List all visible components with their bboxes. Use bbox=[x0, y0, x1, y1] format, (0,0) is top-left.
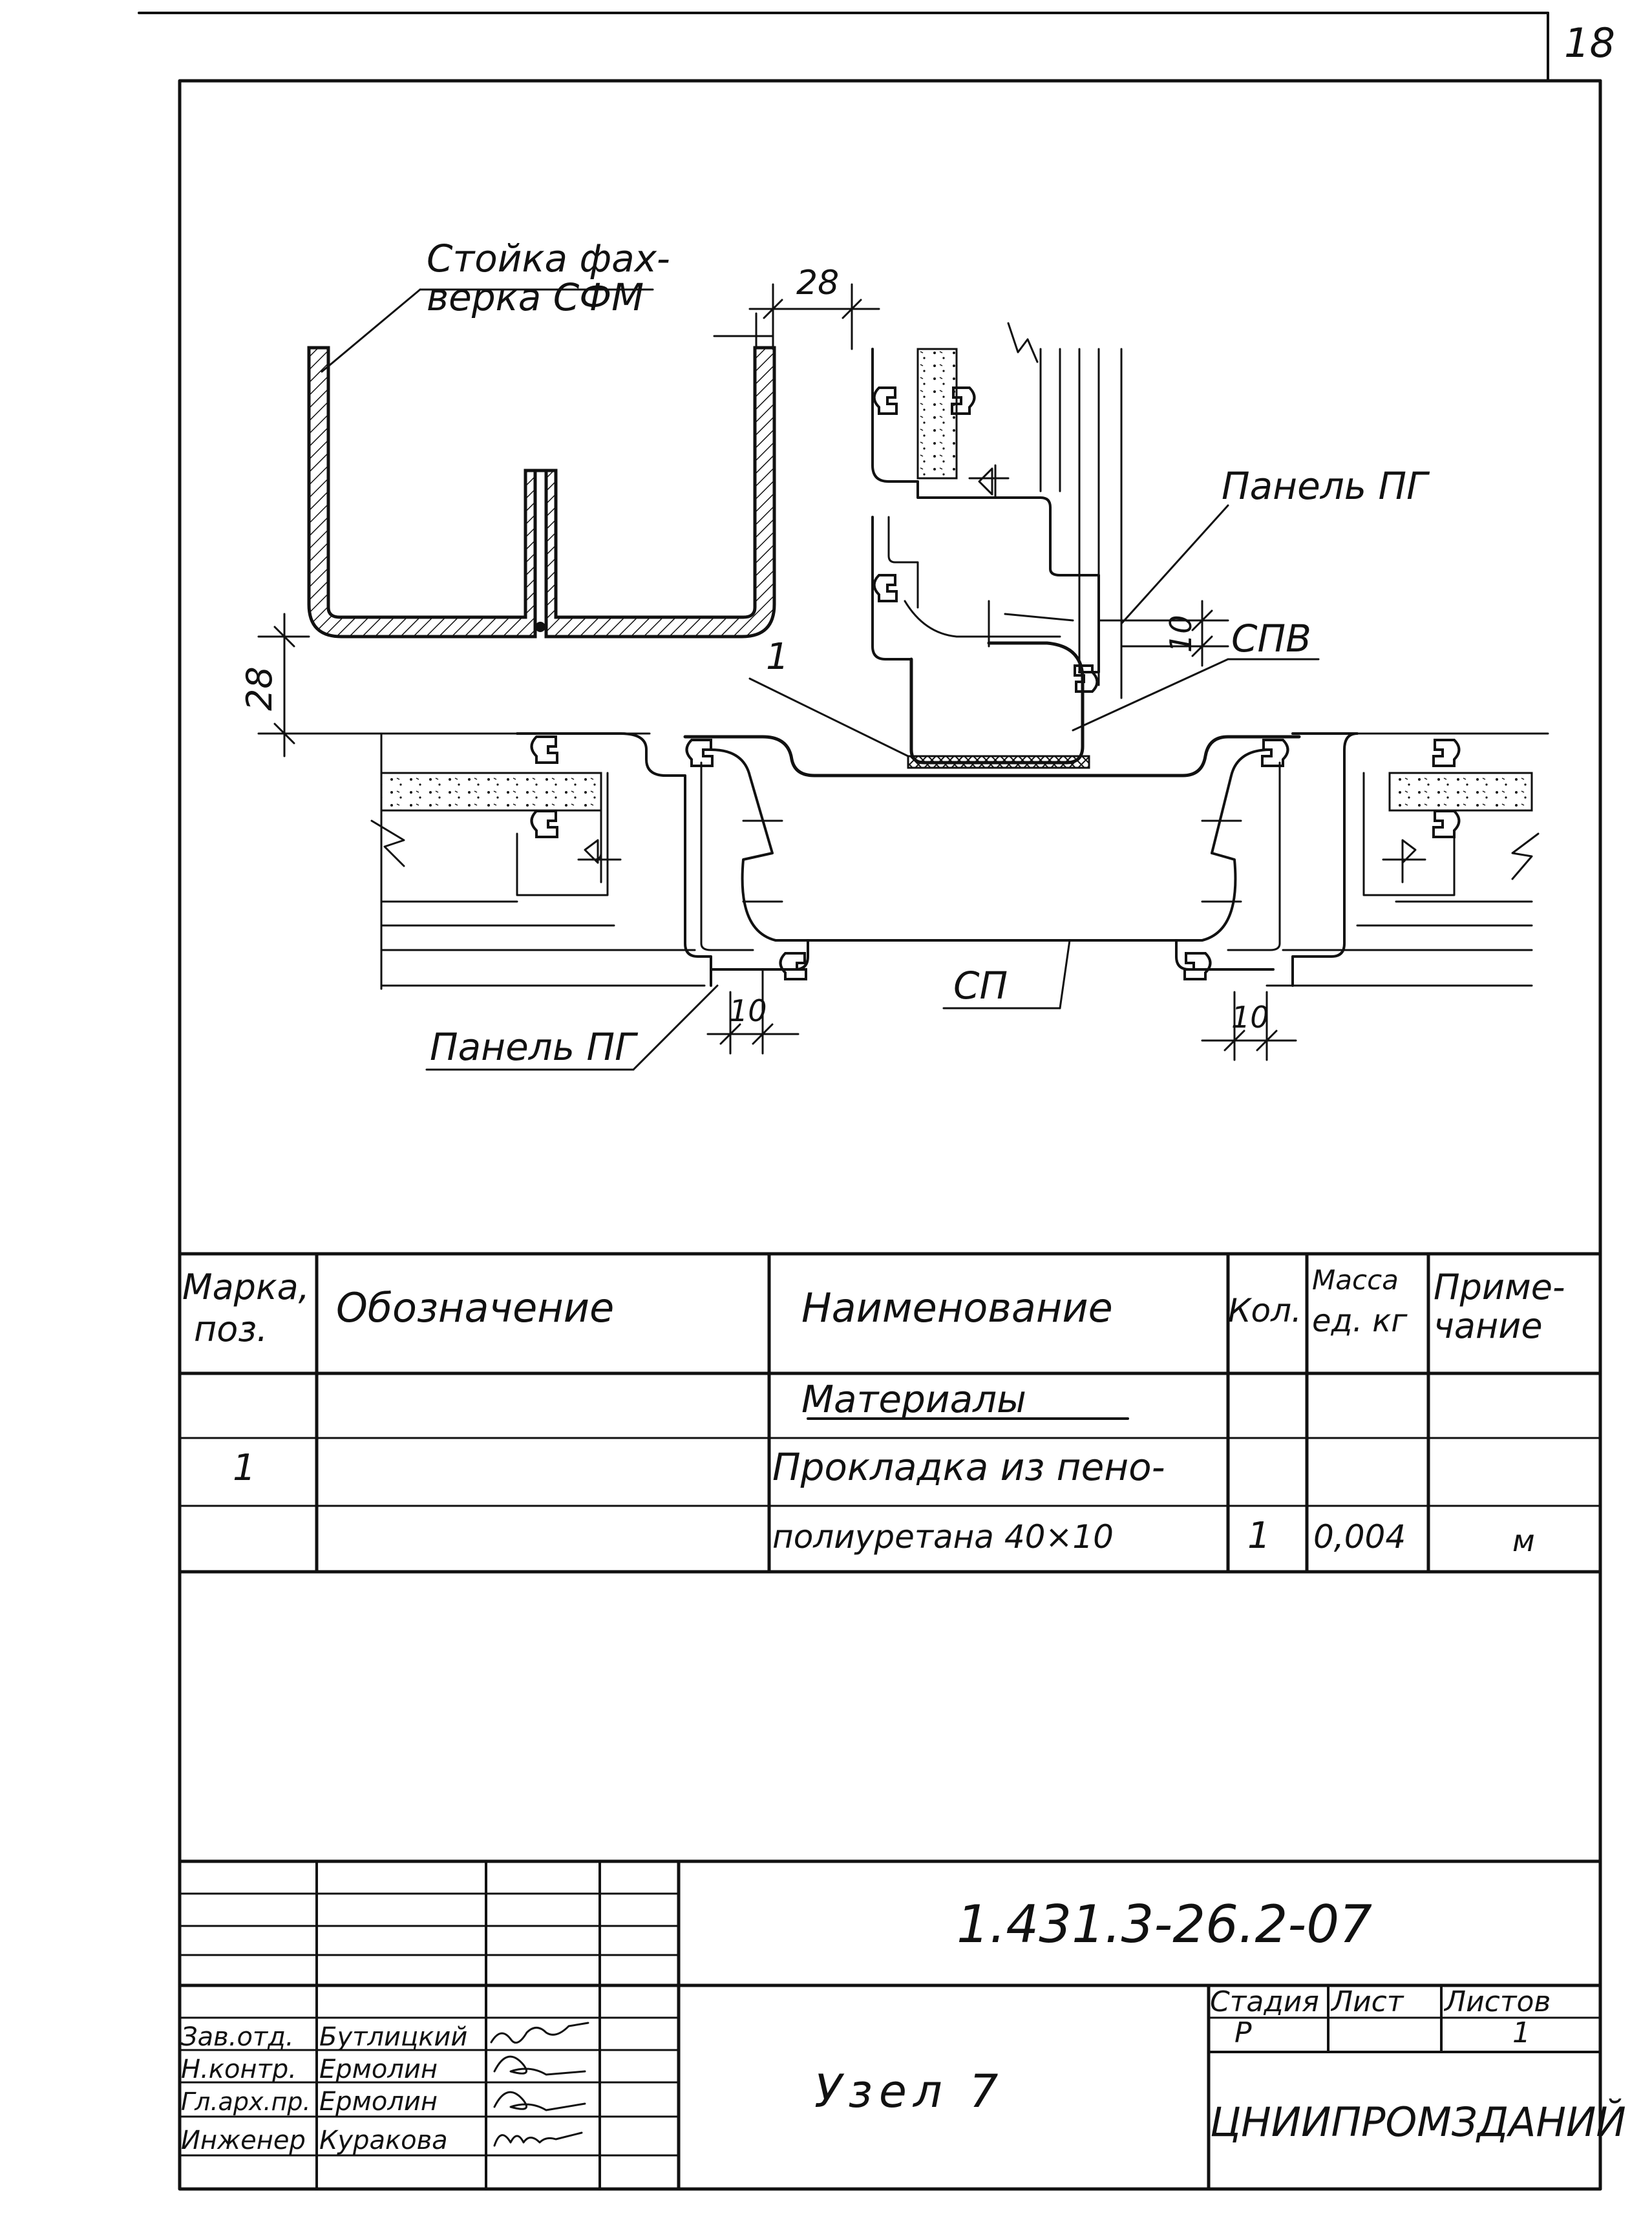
label-column-line2: верка СФМ bbox=[427, 275, 644, 319]
row-3-name: полиуретана 40×10 bbox=[772, 1518, 1114, 1556]
role-1: Зав.отд. bbox=[181, 2022, 294, 2052]
leader-sp bbox=[1059, 939, 1071, 1010]
column-sfm-section bbox=[257, 312, 776, 757]
role-3: Гл.арх.пр. bbox=[181, 2088, 311, 2116]
header-qty: Кол. bbox=[1228, 1292, 1302, 1329]
leader-panel-top bbox=[1120, 504, 1229, 625]
leader-panel-bottom bbox=[632, 984, 719, 1071]
label-spv: СПВ bbox=[1231, 617, 1311, 661]
panel-pg-lower bbox=[370, 732, 1549, 990]
title-block-grid bbox=[178, 1859, 1602, 2191]
row-1-name: Материалы bbox=[801, 1377, 1026, 1421]
role-4: Инженер bbox=[181, 2126, 306, 2155]
label-panel-bottom: Панель ПГ bbox=[430, 1025, 639, 1069]
leader-pos1 bbox=[748, 677, 909, 757]
row-3-qty: 1 bbox=[1247, 1515, 1271, 1557]
label-column-line1: Стойка фах- bbox=[427, 237, 670, 280]
sheet-number: 18 bbox=[1564, 19, 1615, 67]
label-panel-top: Панель ПГ bbox=[1222, 464, 1430, 508]
dim-28-top bbox=[748, 283, 880, 350]
doc-code: 1.431.3-26.2-07 bbox=[957, 1894, 1372, 1954]
role-3-name: Ермолин bbox=[319, 2087, 438, 2117]
dim-10-right-label: 10 bbox=[1163, 615, 1198, 653]
dim-10-right bbox=[1097, 600, 1229, 667]
row-3-mass: 0,004 bbox=[1313, 1518, 1406, 1556]
dim-28-left: 28 bbox=[239, 666, 280, 711]
label-pos1: 1 bbox=[766, 636, 789, 678]
stage-value: Р bbox=[1234, 2016, 1252, 2049]
signatures bbox=[490, 2022, 589, 2147]
dim-10-bottom-right bbox=[1201, 991, 1297, 1061]
role-2-name: Ермолин bbox=[319, 2055, 438, 2084]
header-mark-line1: Марка, bbox=[182, 1267, 310, 1307]
dim-10-bottom-left-label: 10 bbox=[729, 993, 767, 1028]
sheet-frame bbox=[138, 12, 1602, 2191]
header-mass-line1: Масса bbox=[1312, 1264, 1399, 1296]
header-note-line2: чание bbox=[1434, 1306, 1543, 1346]
row-2-mark: 1 bbox=[233, 1447, 256, 1489]
leader-spv bbox=[1072, 658, 1229, 732]
panel-pg-upper bbox=[871, 322, 1123, 769]
dim-28-top-label: 28 bbox=[796, 264, 839, 302]
dim-10-bottom-right-label: 10 bbox=[1231, 1000, 1269, 1035]
organization: ЦНИИПРОМЗДАНИЙ bbox=[1210, 2098, 1626, 2146]
header-note-line1: Приме- bbox=[1434, 1267, 1565, 1307]
spec-table-grid bbox=[178, 1252, 1602, 1574]
pad-pos-1 bbox=[907, 755, 1090, 769]
sheet-label: Лист bbox=[1330, 1985, 1404, 2018]
row-3-note: м bbox=[1512, 1523, 1535, 1558]
drawing-title: Узел 7 bbox=[814, 2065, 1004, 2118]
role-4-name: Куракова bbox=[319, 2126, 448, 2155]
sheets-label: Листов bbox=[1443, 1985, 1551, 2018]
role-1-name: Бутлицкий bbox=[319, 2022, 467, 2052]
sheets-value: 1 bbox=[1512, 2016, 1530, 2049]
header-mass-line2: ед. кг bbox=[1312, 1303, 1408, 1339]
stage-label: Стадия bbox=[1210, 1985, 1319, 2018]
leader-column-label bbox=[321, 288, 654, 373]
row-2-name: Прокладка из пено- bbox=[772, 1445, 1165, 1489]
label-sp: СП bbox=[953, 964, 1008, 1008]
dim-10-bottom-left bbox=[706, 968, 800, 1055]
header-name: Наименование bbox=[801, 1284, 1113, 1331]
header-designation: Обозначение bbox=[336, 1284, 614, 1331]
header-mark-line2: поз. bbox=[194, 1309, 268, 1349]
role-2: Н.контр. bbox=[181, 2055, 297, 2084]
